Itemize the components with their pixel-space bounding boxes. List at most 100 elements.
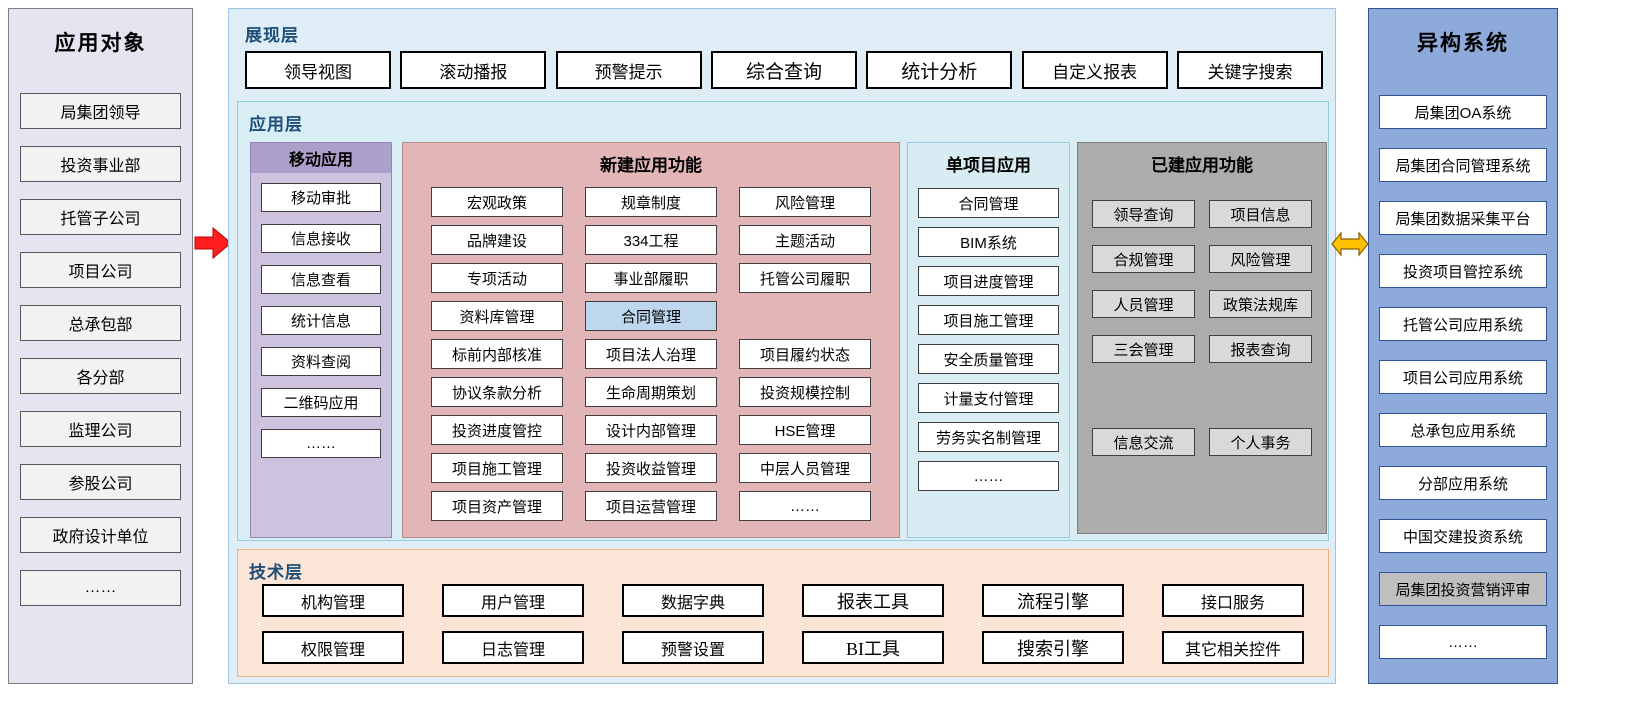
- technology-button: 数据字典: [622, 584, 764, 617]
- mobile-app-item: 信息查看: [261, 265, 381, 294]
- application-layer: 应用层 移动应用 移动审批信息接收信息查看统计信息资料查阅二维码应用…… 新建应…: [237, 101, 1329, 541]
- new-functions-col1: 宏观政策品牌建设专项活动资料库管理标前内部核准协议条款分析投资进度管控项目施工管…: [431, 187, 563, 521]
- technology-button: 搜索引擎: [982, 631, 1124, 664]
- new-function-item: 标前内部核准: [431, 339, 563, 369]
- technology-button: 预警设置: [622, 631, 764, 664]
- new-function-item: 协议条款分析: [431, 377, 563, 407]
- new-function-item: 334工程: [585, 225, 717, 255]
- built-functions-title: 已建应用功能: [1151, 156, 1253, 175]
- single-project-item: 项目施工管理: [918, 305, 1059, 335]
- single-project-list: 合同管理 BIM系统项目进度管理项目施工管理安全质量管理计量支付管理劳务实名制管理…: [908, 176, 1069, 491]
- platform-panel: 展现层 领导视图滚动播报预警提示综合查询统计分析自定义报表关键字搜索 应用层 移…: [228, 8, 1336, 684]
- single-project-item: 合同管理: [918, 188, 1059, 218]
- presentation-button: 领导视图: [245, 51, 391, 89]
- new-function-item: 合同管理: [585, 301, 717, 331]
- heterogeneous-system-item: 总承包应用系统: [1379, 413, 1547, 447]
- built-function-item: 合规管理: [1092, 245, 1195, 273]
- new-function-item: 项目法人治理: [585, 339, 717, 369]
- application-object-item: 各分部: [20, 358, 181, 394]
- presentation-layer-buttons: 领导视图滚动播报预警提示综合查询统计分析自定义报表关键字搜索: [245, 51, 1323, 89]
- application-objects-title: 应用对象: [54, 32, 147, 55]
- new-functions-panel: 新建应用功能 宏观政策品牌建设专项活动资料库管理标前内部核准协议条款分析投资进度…: [402, 142, 900, 538]
- mobile-app-item: 统计信息: [261, 306, 381, 335]
- heterogeneous-system-item: 局集团OA系统: [1379, 95, 1547, 129]
- single-project-item: ……: [918, 461, 1059, 491]
- built-functions-panel: 已建应用功能 领导查询项目信息合规管理风险管理人员管理政策法规库三会管理报表查询…: [1077, 142, 1327, 534]
- new-function-item: 中层人员管理: [739, 453, 871, 483]
- technology-button: 接口服务: [1162, 584, 1304, 617]
- mobile-app-item: 资料查阅: [261, 347, 381, 376]
- application-object-item: 投资事业部: [20, 146, 181, 182]
- heterogeneous-system-item: 项目公司应用系统: [1379, 360, 1547, 394]
- heterogeneous-system-item: 局集团数据采集平台: [1379, 201, 1547, 235]
- heterogeneous-systems-list: 局集团OA系统局集团合同管理系统局集团数据采集平台投资项目管控系统托管公司应用系…: [1379, 95, 1547, 659]
- new-functions-title: 新建应用功能: [600, 156, 702, 175]
- new-function-item: 风险管理: [739, 187, 871, 217]
- application-objects-panel: 应用对象 局集团领导投资事业部托管子公司项目公司总承包部各分部监理公司参股公司政…: [8, 8, 193, 684]
- new-functions-grid: 宏观政策品牌建设专项活动资料库管理标前内部核准协议条款分析投资进度管控项目施工管…: [431, 187, 871, 521]
- single-project-item: BIM系统: [918, 227, 1059, 257]
- new-function-item: 品牌建设: [431, 225, 563, 255]
- new-function-item: 投资收益管理: [585, 453, 717, 483]
- application-object-item: 监理公司: [20, 411, 181, 447]
- heterogeneous-systems-title: 异构系统: [1417, 32, 1509, 55]
- heterogeneous-systems-panel: 异构系统 局集团OA系统局集团合同管理系统局集团数据采集平台投资项目管控系统托管…: [1368, 8, 1558, 684]
- heterogeneous-system-item: 局集团投资营销评审: [1379, 572, 1547, 606]
- single-project-item: 计量支付管理: [918, 383, 1059, 413]
- application-object-item: 局集团领导: [20, 93, 181, 129]
- new-function-item: 项目施工管理: [431, 453, 563, 483]
- presentation-button: 统计分析: [866, 51, 1013, 89]
- heterogeneous-system-item: ……: [1379, 625, 1547, 659]
- mobile-app-item: 二维码应用: [261, 388, 381, 417]
- new-function-item: 事业部履职: [585, 263, 717, 293]
- built-function-item: 政策法规库: [1209, 290, 1312, 318]
- technology-layer: 技术层 机构管理用户管理数据字典报表工具流程引擎接口服务 权限管理日志管理预警设…: [237, 549, 1329, 677]
- built-function-item: 信息交流: [1092, 428, 1195, 456]
- application-objects-list: 局集团领导投资事业部托管子公司项目公司总承包部各分部监理公司参股公司政府设计单位…: [20, 93, 181, 606]
- heterogeneous-system-item: 中国交建投资系统: [1379, 519, 1547, 553]
- new-function-item: 专项活动: [431, 263, 563, 293]
- new-function-item: ……: [739, 491, 871, 521]
- presentation-button: 预警提示: [555, 51, 702, 89]
- technology-button: 报表工具: [802, 584, 944, 617]
- new-function-item: 投资进度管控: [431, 415, 563, 445]
- application-object-item: 项目公司: [20, 252, 181, 288]
- heterogeneous-system-item: 分部应用系统: [1379, 466, 1547, 500]
- built-function-item: 三会管理: [1092, 335, 1195, 363]
- technology-button: BI工具: [802, 631, 944, 664]
- new-function-item: 项目资产管理: [431, 491, 563, 521]
- heterogeneous-system-item: 托管公司应用系统: [1379, 307, 1547, 341]
- heterogeneous-system-item: 投资项目管控系统: [1379, 254, 1547, 288]
- application-object-item: 参股公司: [20, 464, 181, 500]
- application-object-item: 政府设计单位: [20, 517, 181, 553]
- sync-arrow-icon: [1331, 231, 1369, 257]
- red-arrow-icon: [194, 226, 232, 260]
- presentation-layer-label: 展现层: [245, 26, 299, 45]
- technology-layer-label: 技术层: [249, 563, 303, 582]
- presentation-button: 自定义报表: [1021, 51, 1168, 89]
- single-project-item: 安全质量管理: [918, 344, 1059, 374]
- technology-button: 流程引擎: [982, 584, 1124, 617]
- built-function-item: 领导查询: [1092, 200, 1195, 228]
- mobile-app-item: ……: [261, 429, 381, 458]
- mobile-app-item: 移动审批: [261, 183, 381, 212]
- new-function-item: 生命周期策划: [585, 377, 717, 407]
- single-project-item: 劳务实名制管理: [918, 422, 1059, 452]
- application-object-item: 托管子公司: [20, 199, 181, 235]
- technology-button: 权限管理: [262, 631, 404, 664]
- new-function-item: HSE管理: [739, 415, 871, 445]
- new-function-item: 设计内部管理: [585, 415, 717, 445]
- built-function-item: 风险管理: [1209, 245, 1312, 273]
- built-functions-bottom: 信息交流个人事务: [1078, 428, 1326, 456]
- mobile-app-item: 信息接收: [261, 224, 381, 253]
- single-project-item: 项目进度管理: [918, 266, 1059, 296]
- application-layer-label: 应用层: [249, 115, 303, 134]
- mobile-apps-panel: 移动应用 移动审批信息接收信息查看统计信息资料查阅二维码应用……: [250, 142, 392, 538]
- technology-button: 日志管理: [442, 631, 584, 664]
- new-function-item: 托管公司履职: [739, 263, 871, 293]
